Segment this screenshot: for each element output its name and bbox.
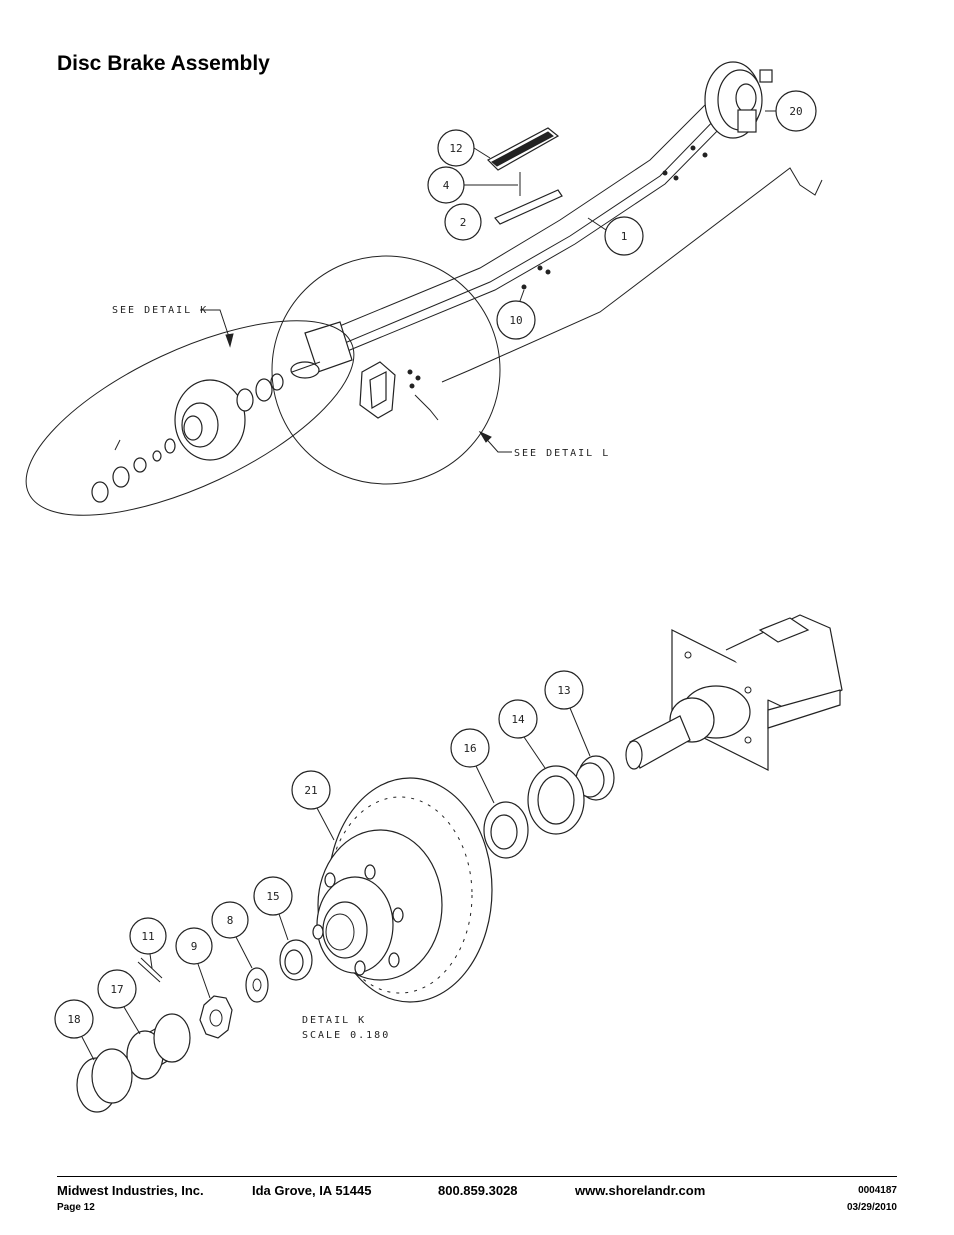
callout-1: 1 [587, 216, 644, 256]
footer-address: Ida Grove, IA 51445 [252, 1183, 372, 1198]
svg-text:4: 4 [443, 179, 450, 192]
svg-text:15: 15 [266, 890, 279, 903]
page-footer: Midwest Industries, Inc. Ida Grove, IA 5… [57, 1176, 897, 1213]
axle-assembly: SEE DETAIL K SEE DETAIL L [25, 61, 823, 516]
footer-page-number: Page 12 [57, 1202, 95, 1213]
svg-text:2: 2 [460, 216, 467, 229]
svg-text:17: 17 [110, 983, 123, 996]
callout-14: 14 [498, 699, 546, 769]
callout-12: 12 [437, 129, 491, 167]
inner-bearing-cone [575, 755, 615, 801]
spindle-flange [290, 321, 353, 379]
callouts-top: 20 12 4 2 1 10 [427, 90, 817, 340]
grease-seal [483, 801, 529, 859]
callout-16: 16 [450, 728, 495, 804]
inner-bearing-cup [527, 765, 585, 835]
washer [245, 967, 269, 1003]
svg-text:20: 20 [789, 105, 802, 118]
brake-line [441, 167, 823, 383]
svg-text:8: 8 [227, 914, 234, 927]
fasteners [407, 145, 708, 389]
callout-13: 13 [544, 670, 591, 757]
detail-k-caption-line2: SCALE 0.180 [302, 1030, 390, 1041]
detail-k-view: DETAIL K SCALE 0.180 [76, 614, 843, 1113]
spindle-mount [625, 614, 843, 771]
dust-cap-sleeve [126, 1013, 191, 1080]
page-title: Disc Brake Assembly [57, 52, 270, 75]
callout-20: 20 [765, 90, 817, 132]
callout-10: 10 [496, 289, 536, 340]
svg-text:1: 1 [621, 230, 628, 243]
footer-company: Midwest Industries, Inc. [57, 1183, 204, 1198]
svg-text:13: 13 [557, 684, 570, 697]
step-bracket [494, 189, 563, 225]
step-pad [487, 127, 560, 171]
dust-cap [76, 1048, 133, 1113]
footer-phone: 800.859.3028 [438, 1183, 518, 1198]
see-detail-l-label: SEE DETAIL L [514, 448, 610, 459]
cotter-pin [137, 957, 163, 983]
callout-11: 11 [129, 917, 167, 969]
callout-2: 2 [444, 203, 482, 241]
detail-k-outline [25, 320, 355, 516]
callout-9: 9 [175, 927, 213, 999]
footer-website[interactable]: www.shorelandr.com [575, 1183, 706, 1198]
brake-hub-far [704, 61, 773, 139]
footer-doc-number: 0004187 [858, 1185, 897, 1196]
svg-text:10: 10 [509, 314, 522, 327]
footer-date: 03/29/2010 [846, 1202, 897, 1213]
callout-4: 4 [427, 166, 518, 204]
castle-nut [199, 995, 233, 1039]
rotor-hub [312, 777, 493, 1003]
svg-text:18: 18 [67, 1013, 80, 1026]
hub-exploded [91, 373, 284, 503]
callout-18: 18 [54, 999, 95, 1061]
callout-15: 15 [253, 876, 293, 941]
see-detail-k-label: SEE DETAIL K [112, 305, 208, 316]
brake-caliper [359, 361, 396, 419]
detail-l-outline [271, 255, 501, 485]
svg-text:14: 14 [511, 713, 525, 726]
svg-text:16: 16 [463, 742, 476, 755]
callout-8: 8 [211, 901, 253, 969]
detail-k-caption-line1: DETAIL K [302, 1015, 366, 1026]
svg-text:21: 21 [304, 784, 317, 797]
callout-21: 21 [291, 770, 335, 841]
callout-17: 17 [97, 969, 141, 1035]
callouts-detail: 13 14 16 21 15 8 11 [54, 670, 591, 1061]
outer-bearing [279, 939, 313, 981]
svg-text:11: 11 [141, 930, 154, 943]
svg-text:12: 12 [449, 142, 462, 155]
svg-text:9: 9 [191, 940, 198, 953]
